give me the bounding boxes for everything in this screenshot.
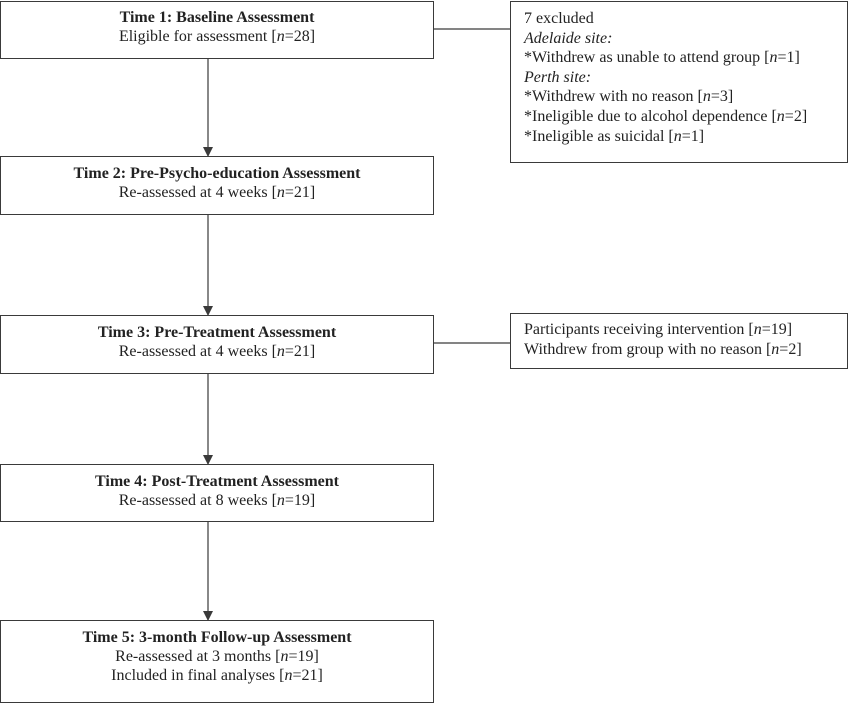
perth-item-1: *Withdrew with no reason [n=3]	[524, 88, 734, 106]
time1-line-1: Eligible for assessment [n=28]	[118, 28, 316, 45]
intervention-box: Participants receiving intervention [n=1…	[510, 313, 848, 369]
time5-line-1: Re-assessed at 3 months [n=19]	[115, 648, 319, 665]
time2-line-1: Re-assessed at 4 weeks [n=21]	[118, 184, 316, 201]
time5-title: Time 5: 3-month Follow-up Assessment	[82, 629, 352, 646]
time3-line-1: Re-assessed at 4 weeks [n=21]	[118, 343, 316, 360]
time3-title: Time 3: Pre-Treatment Assessment	[97, 324, 337, 341]
time2-box: Time 2: Pre-Psycho-education Assessment …	[0, 156, 434, 215]
time2-title: Time 2: Pre-Psycho-education Assessment	[73, 165, 361, 182]
time1-box: Time 1: Baseline Assessment Eligible for…	[0, 1, 434, 59]
time4-line-1: Re-assessed at 8 weeks [n=19]	[118, 492, 316, 509]
time3-box: Time 3: Pre-Treatment Assessment Re-asse…	[0, 315, 434, 374]
time4-box: Time 4: Post-Treatment Assessment Re-ass…	[0, 464, 434, 522]
excluded-header: 7 excluded	[524, 10, 594, 27]
adelaide-item-1: *Withdrew as unable to attend group [n=1…	[524, 49, 800, 67]
time4-title: Time 4: Post-Treatment Assessment	[95, 473, 339, 490]
time1-title: Time 1: Baseline Assessment	[119, 9, 315, 26]
time5-box: Time 5: 3-month Follow-up Assessment Re-…	[0, 620, 434, 703]
time5-line-2: Included in final analyses [n=21]	[111, 667, 323, 684]
intervention-item-2: Withdrew from group with no reason [n=2]	[524, 340, 802, 358]
adelaide-site-label: Adelaide site:	[524, 29, 613, 47]
intervention-item-1: Participants receiving intervention [n=1…	[524, 321, 793, 338]
perth-item-2: *Ineligible due to alcohol dependence [n…	[524, 107, 808, 125]
perth-site-label: Perth site:	[524, 68, 592, 86]
excluded-box: 7 excluded Adelaide site: *Withdrew as u…	[510, 1, 848, 163]
perth-item-3: *Ineligible as suicidal [n=1]	[524, 127, 705, 145]
